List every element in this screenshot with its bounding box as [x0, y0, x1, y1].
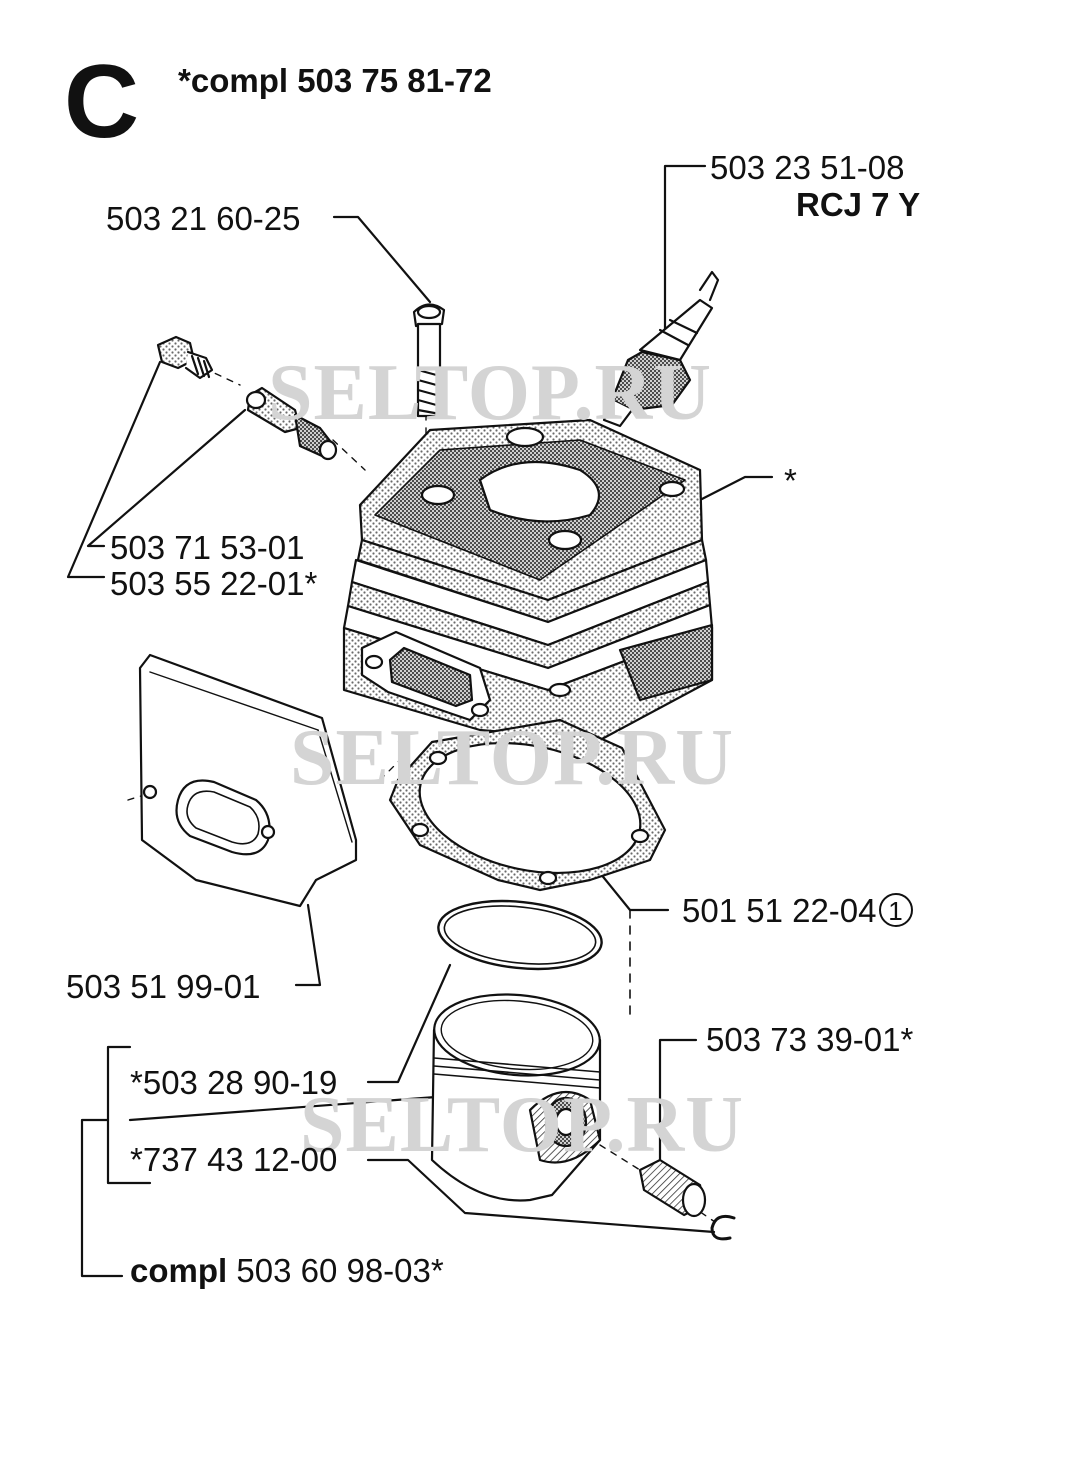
label-piston-kit: compl 503 60 98-03*	[130, 1253, 444, 1289]
assembly-title: *compl 503 75 81-72	[178, 62, 492, 99]
circlip-part	[710, 1214, 736, 1241]
label-spark-plug-part: 503 23 51-08	[710, 149, 905, 186]
piston-kit-part: 503 60 98-03*	[236, 1252, 444, 1289]
screw-part	[412, 303, 446, 418]
section-letter: C	[64, 44, 140, 160]
heat-shield-part	[138, 653, 358, 908]
label-needle-bearing: 503 73 39-01*	[706, 1021, 914, 1058]
piston-ring-part	[437, 899, 603, 971]
spark-plug-part	[602, 270, 720, 428]
gasket-ref-circle: 1	[878, 893, 913, 927]
needle-bearing-part	[638, 1158, 707, 1218]
label-plug-screw: 503 55 22-01*	[110, 565, 318, 602]
valve-part	[245, 386, 338, 461]
plug-screw-part	[156, 335, 214, 380]
leader-lines	[66, 164, 774, 1278]
label-piston: *737 43 12-00	[130, 1141, 338, 1178]
label-screw: 503 21 60-25	[106, 200, 301, 237]
cylinder-part	[342, 418, 714, 742]
label-cylinder: *	[784, 462, 797, 499]
label-spark-plug-type: RCJ 7 Y	[796, 186, 921, 223]
piston-part	[430, 993, 602, 1202]
label-heat-shield: 503 51 99-01	[66, 968, 261, 1005]
gasket-part-number: 501 51 22-04	[682, 892, 877, 929]
piston-kit-prefix: compl	[130, 1252, 228, 1289]
label-piston-ring: *503 28 90-19	[130, 1064, 338, 1101]
cylinder-gasket-part	[388, 718, 667, 892]
label-valve: 503 71 53-01	[110, 529, 305, 566]
